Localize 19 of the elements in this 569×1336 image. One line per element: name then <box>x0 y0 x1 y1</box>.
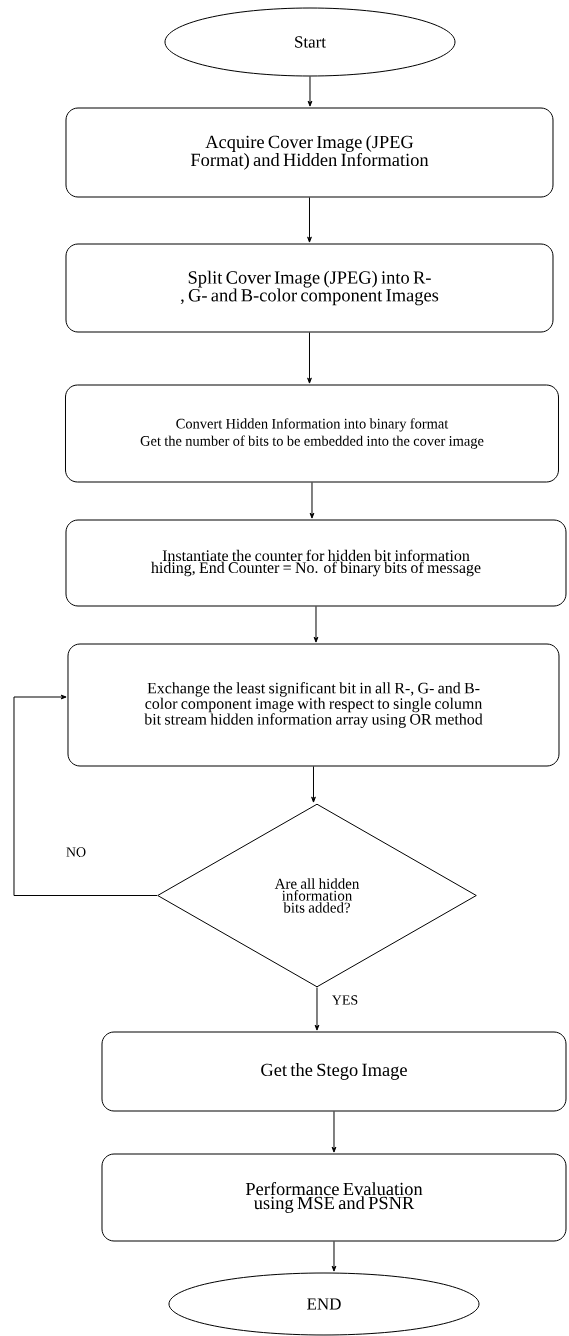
arrow <box>307 332 312 384</box>
process-box: Exchange the least significant bit in all R-, G- and B-color component image with respect to single column bit stream hidden information array using OR method <box>67 643 560 767</box>
arrow <box>331 1111 337 1153</box>
process-box: Instantiate the counter for hidden bit information hiding, End Counter = No. of binary bits of message <box>65 519 567 607</box>
process-box: Split Cover Image (JPEG) into R-, G- and B-color component Images <box>65 243 554 333</box>
arrow <box>307 197 312 243</box>
process-box: Convert Hidden Information into binary format Get the number of bits to be embedded into the cover image <box>65 384 559 483</box>
arrow <box>314 987 320 1031</box>
arrow <box>307 76 313 107</box>
edge-label: NO <box>64 846 88 858</box>
arrow <box>311 766 316 803</box>
arrow <box>309 482 315 519</box>
arrow <box>13 694 158 896</box>
edge-label: YES <box>330 994 360 1006</box>
process-box: Get the Stego Image <box>101 1031 567 1112</box>
process-box: Performance Evaluation using MSE and PSNR <box>101 1153 567 1242</box>
arrow <box>331 1241 337 1272</box>
process-box: Acquire Cover Image (JPEG Format) and Hidden Information <box>65 107 554 198</box>
arrow <box>313 606 319 643</box>
